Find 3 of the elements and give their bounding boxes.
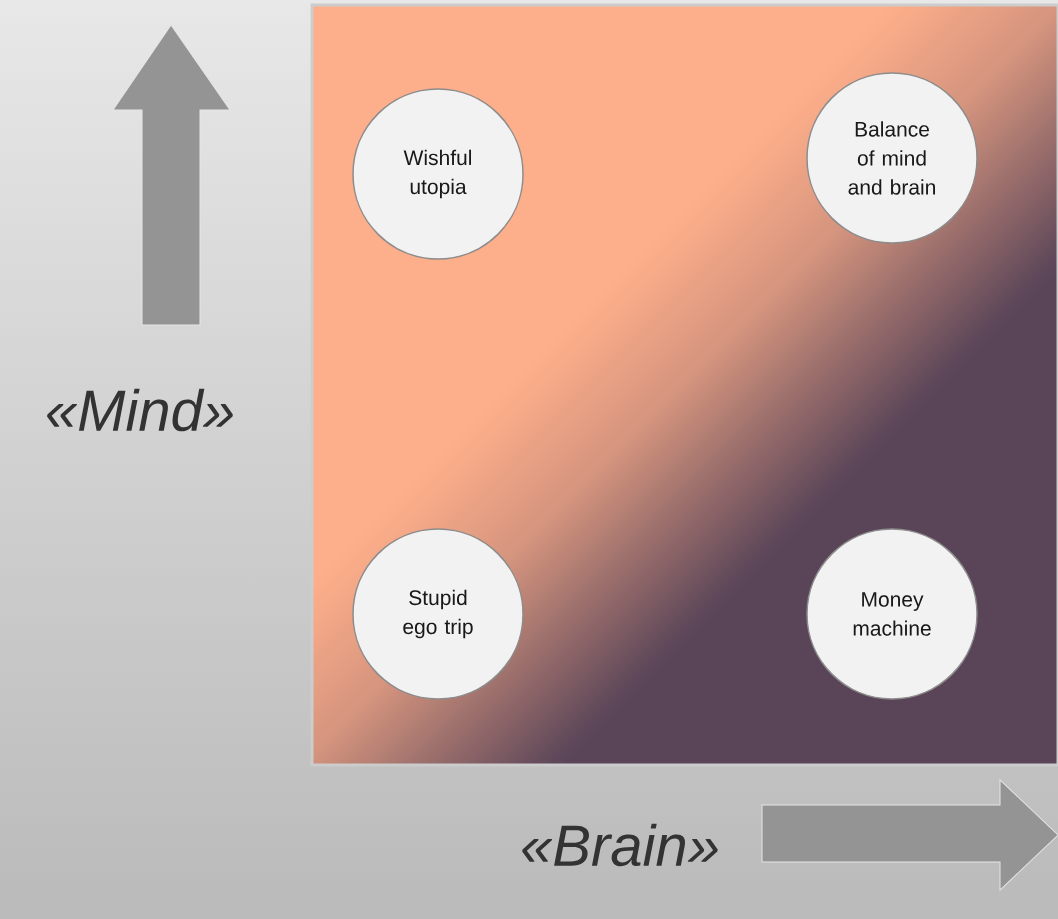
axis-label: «Mind» [47,388,233,432]
axis-label: «Brain» [522,823,718,867]
quadrant-panel [310,3,1058,767]
